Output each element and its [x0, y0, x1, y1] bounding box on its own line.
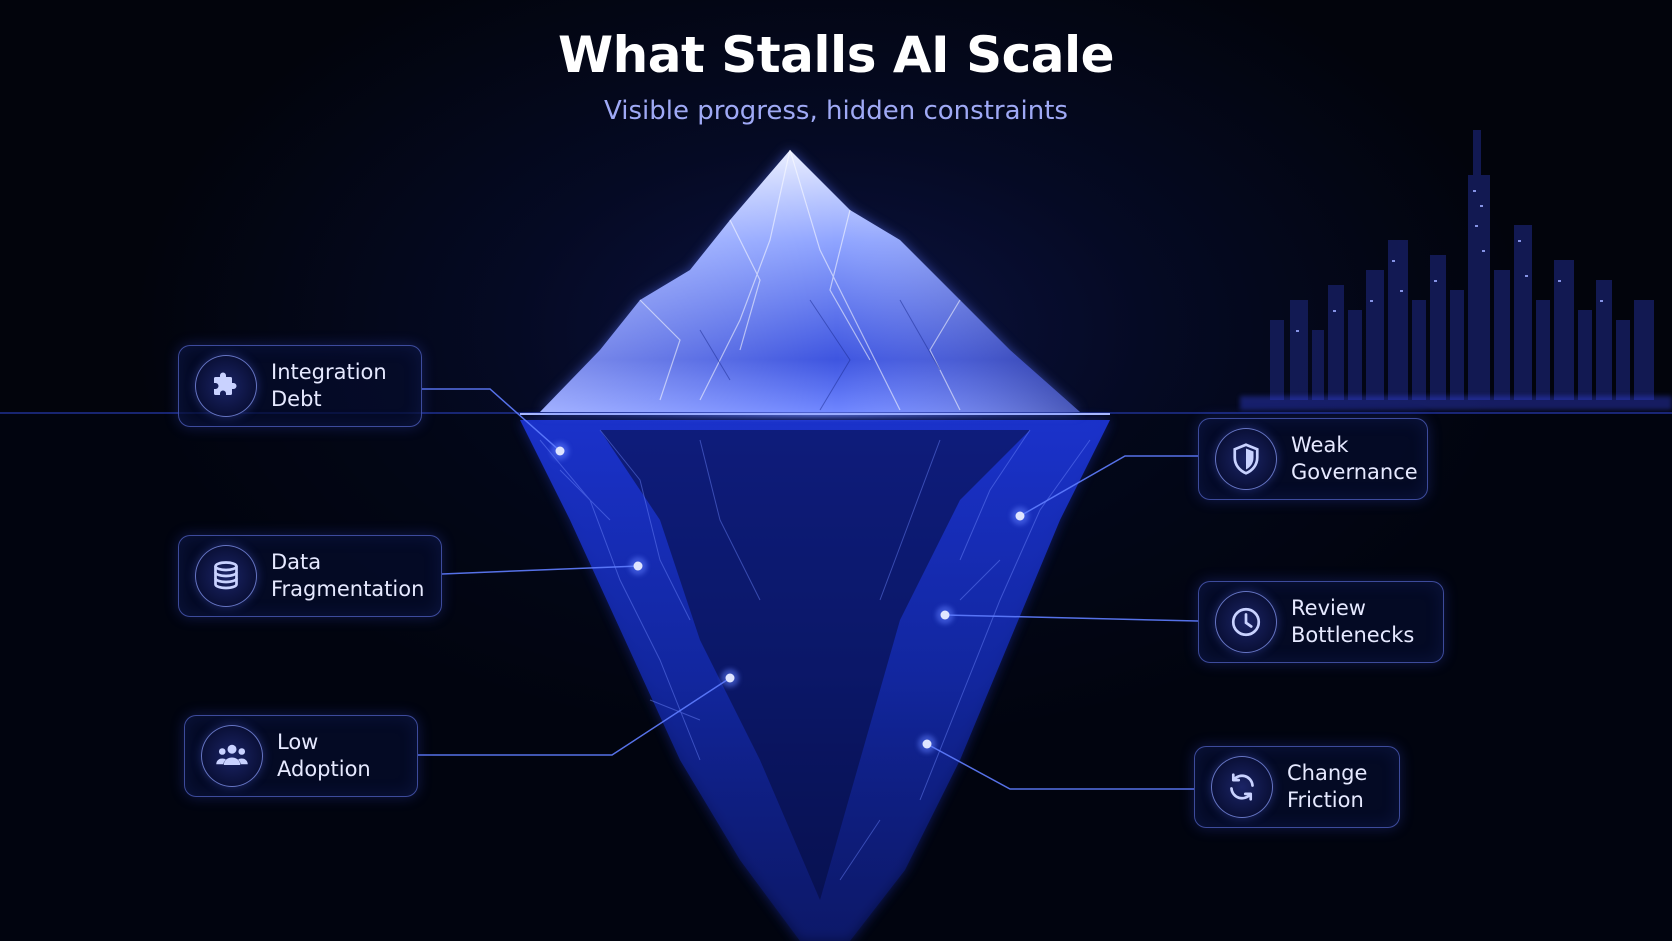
- page-title: What Stalls AI Scale: [557, 26, 1115, 84]
- iceberg-tip: [540, 149, 1080, 412]
- city-skyline: [1270, 130, 1654, 400]
- refresh-icon: [1211, 756, 1273, 818]
- connector-review-bottlenecks: [944, 614, 1199, 622]
- connector-weak-governance: [1019, 455, 1198, 517]
- connector-data-fragmentation: [441, 565, 639, 575]
- connector-nodes: [551, 442, 1029, 753]
- database-icon: [195, 545, 257, 607]
- shield-icon: [1215, 428, 1277, 490]
- page-subtitle: Visible progress, hidden constraints: [604, 96, 1068, 126]
- clock-icon: [1215, 591, 1277, 653]
- connector-low-adoption: [418, 677, 731, 756]
- iceberg-underwater: [520, 420, 1110, 941]
- puzzle-icon: [195, 355, 257, 417]
- skyline-reflection-glow: [1240, 396, 1672, 410]
- connector-integration-debt: [422, 388, 561, 452]
- skyline-lights: [1296, 190, 1603, 332]
- users-icon: [201, 725, 263, 787]
- connector-lines: [418, 388, 1199, 790]
- connector-change-friction: [926, 743, 1194, 790]
